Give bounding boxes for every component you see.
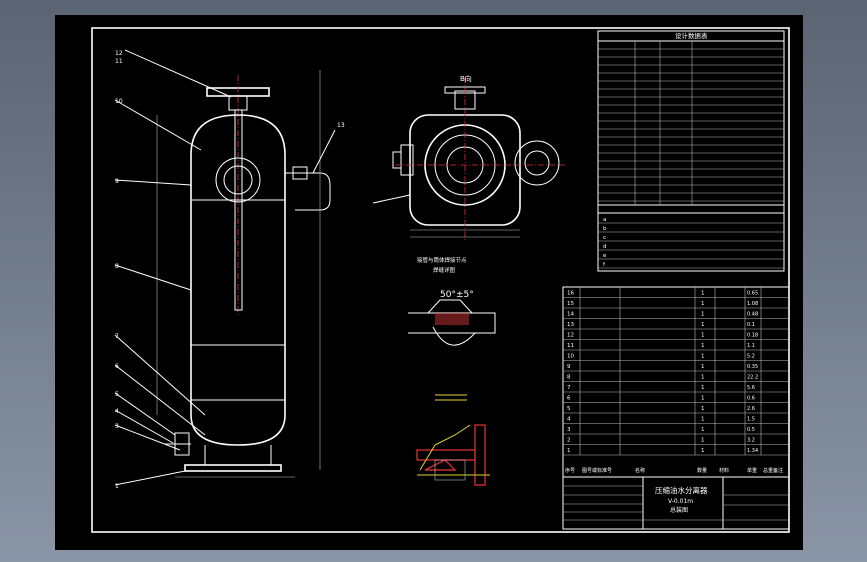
part-qty: 1 — [701, 312, 705, 318]
part-qty: 1 — [701, 406, 705, 412]
weld-detail: 接管与筒体焊接节点 焊缝详图 50°±5° — [408, 256, 496, 346]
cad-viewport[interactable]: 12 11 10 9 8 7 6 5 4 3 1 13 B向 接管与筒体焊接节点… — [55, 15, 803, 550]
callout-10: 10 — [115, 98, 123, 105]
part-number: 1 — [567, 448, 571, 454]
part-qty: 1 — [701, 354, 705, 360]
part-number: 14 — [567, 312, 574, 318]
design-table-title: 设计数据表 — [675, 31, 708, 40]
title-block — [562, 476, 790, 530]
part-qty: 1 — [701, 301, 705, 307]
part-weight: 1.1 — [747, 343, 755, 349]
parts-header-cell: 材料 — [719, 467, 729, 474]
part-qty: 1 — [701, 343, 705, 349]
vessel-top-view — [372, 77, 565, 240]
part-weight: 0.5 — [747, 427, 755, 433]
part-qty: 1 — [701, 396, 705, 402]
part-weight: 1.34 — [747, 448, 758, 454]
part-weight: 0.35 — [747, 364, 758, 370]
part-weight: 0.1 — [747, 322, 755, 328]
part-weight: 5.6 — [747, 385, 755, 391]
parts-header-cell: 总重 — [763, 467, 773, 474]
weld-sub-label: 焊缝详图 — [433, 266, 456, 274]
part-qty: 1 — [701, 438, 705, 444]
part-weight: 1.08 — [747, 301, 758, 307]
nozzle-mark: c — [603, 235, 606, 241]
nozzle-detail — [416, 394, 490, 486]
part-number: 2 — [567, 438, 571, 444]
vessel-front-view — [114, 49, 336, 486]
drawing-title: 压缩油水分离器 — [655, 485, 708, 495]
view-label-b: B向 — [460, 74, 472, 83]
part-qty: 1 — [701, 448, 705, 454]
part-number: 3 — [567, 427, 571, 433]
part-qty: 1 — [701, 427, 705, 433]
callout-7: 7 — [115, 333, 119, 340]
drawing-view-name: 总装图 — [670, 506, 688, 514]
part-number: 12 — [567, 333, 574, 339]
part-number: 15 — [567, 301, 574, 307]
callout-11: 11 — [115, 58, 123, 65]
callout-5: 5 — [115, 391, 119, 398]
part-weight: 0.18 — [747, 333, 758, 339]
part-weight: 1.5 — [747, 417, 755, 423]
callout-8: 8 — [115, 263, 119, 270]
callout-6: 6 — [115, 363, 119, 370]
part-number: 10 — [567, 354, 574, 360]
part-number: 13 — [567, 322, 574, 328]
nozzle-mark: e — [603, 253, 607, 259]
parts-header-cell: 图号或标准号 — [582, 467, 612, 474]
part-number: 7 — [567, 385, 571, 391]
parts-header-cell: 序号 — [565, 467, 575, 474]
parts-header-cell: 数量 — [697, 467, 707, 474]
callout-4: 4 — [115, 408, 119, 415]
part-qty: 1 — [701, 333, 705, 339]
nozzle-mark: f — [603, 262, 606, 268]
part-weight: 0.65 — [747, 291, 758, 297]
part-qty: 1 — [701, 364, 705, 370]
part-qty: 1 — [701, 322, 705, 328]
parts-header-cell: 名称 — [635, 467, 645, 474]
part-weight: 2.6 — [747, 406, 755, 412]
drawing-subtitle: V-0.01m — [668, 498, 693, 505]
design-data-table — [597, 30, 785, 272]
parts-header-cell: 备注 — [773, 467, 783, 474]
part-number: 16 — [567, 291, 574, 297]
part-number: 4 — [567, 417, 571, 423]
part-qty: 1 — [701, 375, 705, 381]
parts-list-header: 序号图号或标准号 名称 数量 材料 单重总重备注 — [565, 467, 783, 474]
nozzle-mark: b — [603, 226, 607, 232]
part-number: 11 — [567, 343, 574, 349]
part-weight: 0.6 — [747, 396, 755, 402]
callout-3: 3 — [115, 423, 119, 430]
callout-9: 9 — [115, 178, 119, 185]
part-weight: 3.2 — [747, 438, 755, 444]
drawing-border — [91, 27, 790, 533]
part-number: 5 — [567, 406, 571, 412]
callout-13: 13 — [337, 122, 345, 129]
part-weight: 0.48 — [747, 312, 758, 318]
part-qty: 1 — [701, 417, 705, 423]
callout-1: 1 — [115, 483, 119, 490]
weld-angle-label: 50°±5° — [440, 290, 474, 300]
part-number: 6 — [567, 396, 571, 402]
callout-12: 12 — [115, 50, 123, 57]
engineering-drawing: 12 11 10 9 8 7 6 5 4 3 1 13 B向 接管与筒体焊接节点… — [91, 27, 790, 533]
nozzle-mark: d — [603, 244, 607, 250]
part-number: 9 — [567, 364, 571, 370]
parts-header-cell: 单重 — [747, 467, 757, 474]
part-number: 8 — [567, 375, 571, 381]
part-weight: 5.2 — [747, 354, 755, 360]
part-weight: 22.2 — [747, 375, 758, 381]
part-qty: 1 — [701, 385, 705, 391]
weld-section-label: 接管与筒体焊接节点 — [417, 256, 467, 264]
part-qty: 1 — [701, 291, 705, 297]
nozzle-mark: a — [603, 217, 606, 223]
